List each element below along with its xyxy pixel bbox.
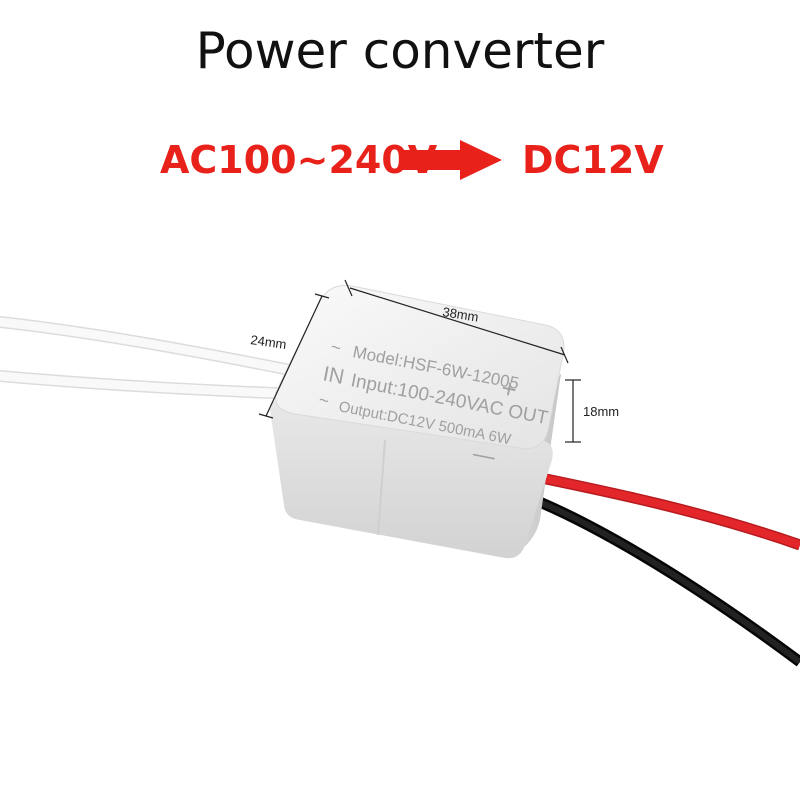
label-tilde-2: ~ — [317, 390, 330, 411]
label-plus: + — [499, 372, 520, 404]
page-title: Power converter — [195, 22, 605, 80]
label-minus: — — [471, 440, 497, 469]
input-voltage-label: AC100~240V — [160, 138, 438, 182]
converter-box: ~ Model:HSF-6W-12005 IN Input:100-240VAC… — [269, 284, 565, 559]
output-wires — [513, 468, 800, 667]
right-arrow-icon — [402, 140, 502, 180]
dimension-lines — [258, 279, 581, 443]
input-wires — [0, 316, 306, 400]
label-in: IN — [321, 362, 346, 389]
label-tilde-1: ~ — [329, 337, 342, 358]
conversion-banner: AC100~240V DC12V — [0, 138, 800, 188]
output-voltage-label: DC12V — [522, 138, 664, 182]
dimension-height: 18mm — [583, 404, 619, 419]
dimension-width: 24mm — [250, 332, 288, 352]
dimension-length: 38mm — [442, 304, 480, 324]
